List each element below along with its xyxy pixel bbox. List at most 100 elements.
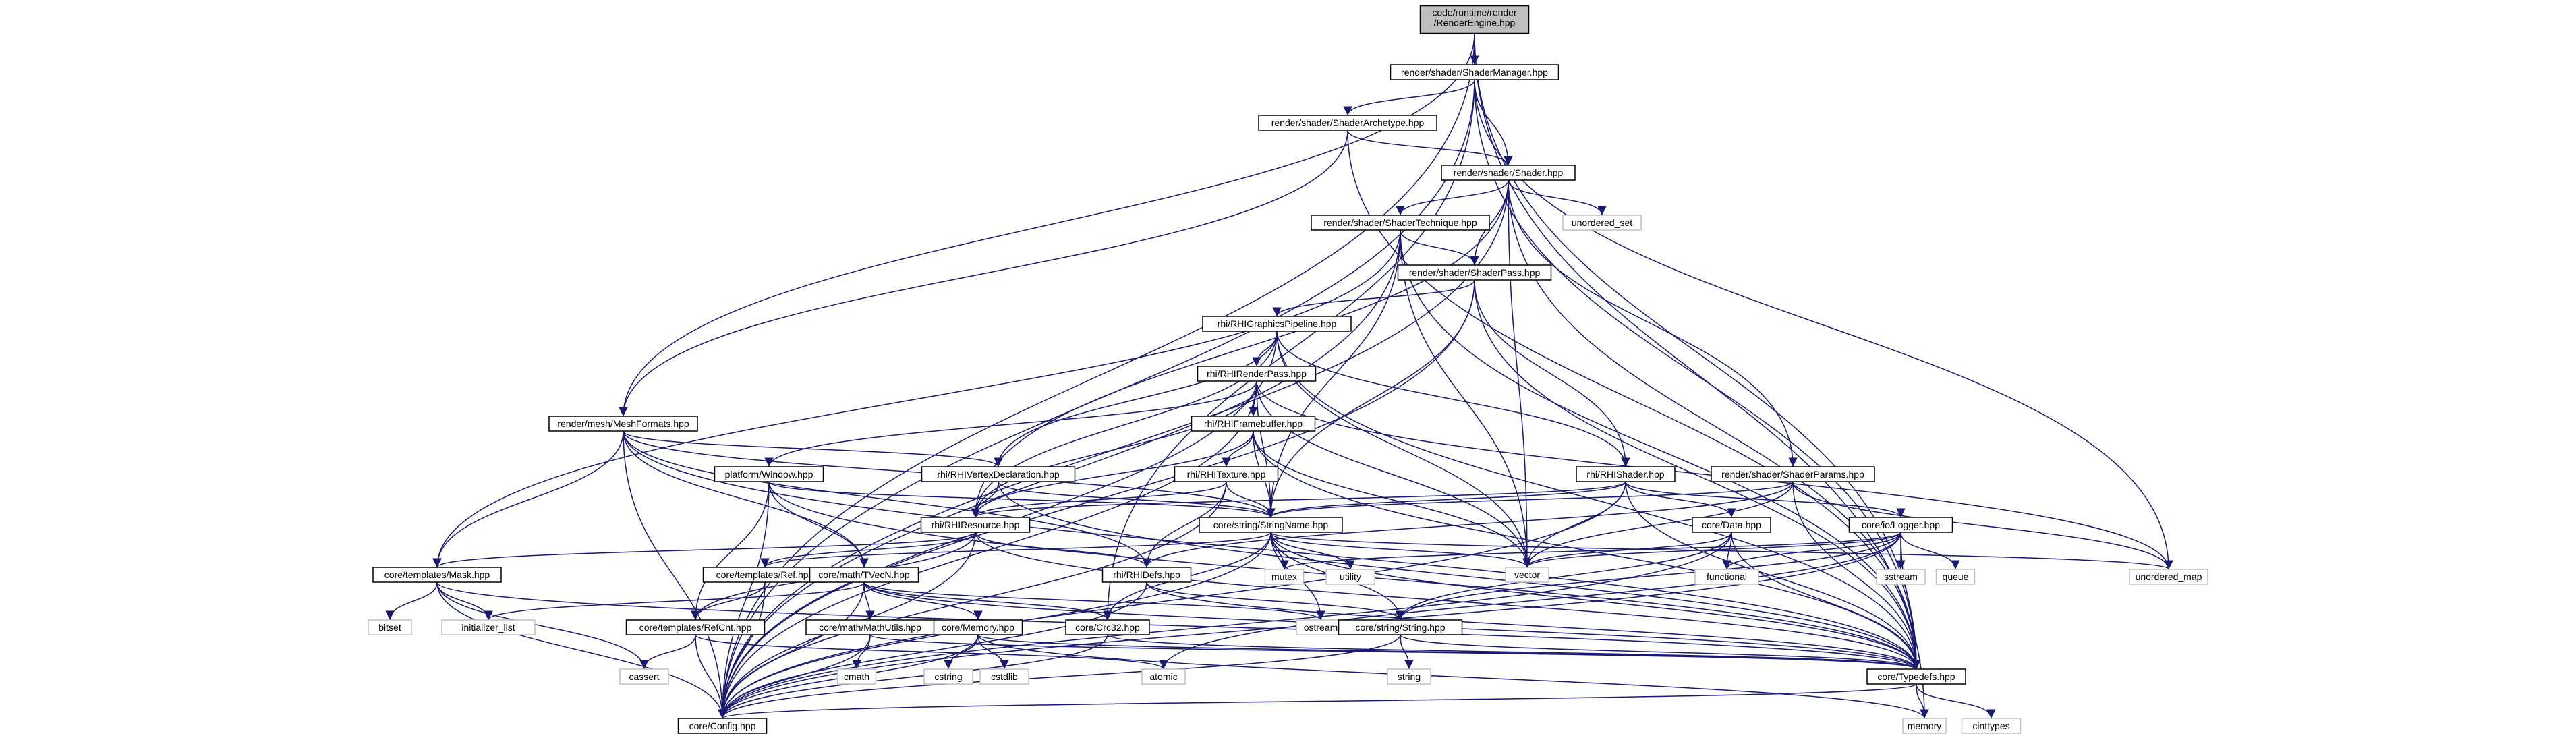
edge-stringname-to-ref [760, 532, 1271, 568]
edge-logger-to-queue [1900, 532, 1960, 570]
node-box [836, 668, 877, 685]
edge-logger-to-vector [1522, 532, 1901, 568]
node-window[interactable]: platform/Window.hpp [714, 466, 824, 482]
node-label: utility [1340, 571, 1361, 582]
edge-shadermgr-to-crc32 [1103, 79, 1475, 621]
node-queue: queue [1935, 569, 1976, 585]
node-framebuffer[interactable]: rhi/RHIFramebuffer.hpp [1191, 416, 1316, 432]
node-shaderparams[interactable]: render/shader/ShaderParams.hpp [1711, 466, 1875, 482]
node-mask[interactable]: core/templates/Mask.hpp [372, 567, 502, 583]
node-unordered_map: unordered_map [2129, 569, 2208, 585]
edge-stringhpp-to-typedefs [1400, 634, 1921, 670]
node-label: render/shader/ShaderTechnique.hpp [1323, 217, 1477, 228]
edge-rhishader-to-data [1625, 481, 1736, 518]
node-stringhpp[interactable]: core/string/String.hpp [1338, 619, 1463, 635]
edge-rhidefs-to-stringhpp [1146, 581, 1405, 621]
node-utility: utility [1325, 569, 1375, 585]
node-label: cstdlib [991, 671, 1018, 682]
node-rhidefs[interactable]: rhi/RHIDefs.hpp [1101, 567, 1192, 583]
edge-tvecn-to-memoryhpp [863, 581, 983, 621]
edge-framebuffer-to-typedefs [1253, 430, 1921, 670]
edge-archetype-to-typedefs [1347, 130, 1921, 670]
edge-layer [385, 33, 2173, 719]
node-technique[interactable]: render/shader/ShaderTechnique.hpp [1311, 215, 1490, 231]
node-initializer_list: initializer_list [441, 619, 536, 635]
node-meshformats[interactable]: render/mesh/MeshFormats.hpp [548, 416, 698, 432]
node-archetype[interactable]: render/shader/ShaderArchetype.hpp [1258, 115, 1437, 131]
edge-logger-to-stringhpp [1396, 532, 1901, 621]
node-vector: vector [1505, 567, 1549, 583]
node-box [1562, 215, 1642, 231]
edge-window-to-refcnt [691, 481, 770, 621]
node-label: cmath [844, 671, 869, 682]
edge-framebuffer-to-rhitexture [1222, 430, 1254, 467]
edge-typedefs-to-memory [1916, 683, 1929, 719]
edge-rhishader-to-logger [1625, 481, 1906, 518]
edge-refcnt-to-cassert [639, 634, 696, 670]
edge-window-to-config [718, 481, 770, 719]
edge-mathutils-to-cmath [852, 634, 871, 670]
node-renderpass[interactable]: rhi/RHIRenderPass.hpp [1197, 366, 1317, 382]
node-mathutils[interactable]: core/math/MathUtils.hpp [805, 619, 935, 635]
edge-memoryhpp-to-cstdlib [977, 634, 1009, 670]
node-shadermgr[interactable]: render/shader/ShaderManager.hpp [1390, 64, 1559, 80]
edge-technique-to-mask [432, 229, 1401, 568]
edge-renderpass-to-window [764, 380, 1257, 467]
node-label: queue [1943, 571, 1969, 582]
edge-stringname-to-typedefs [1270, 532, 1921, 670]
node-box [1935, 569, 1976, 585]
edge-technique-to-vector [1400, 229, 1532, 568]
node-tvecn[interactable]: core/math/TVecN.hpp [809, 567, 919, 583]
edge-memoryhpp-to-memory [977, 634, 1929, 719]
node-label: core/templates/RefCnt.hpp [639, 622, 752, 633]
node-label: core/Data.hpp [1702, 519, 1761, 530]
edge-tvecn-to-initializer_list [484, 581, 865, 621]
edge-tvecn-to-config [718, 581, 865, 719]
edge-shadermgr-to-archetype [1343, 79, 1475, 116]
node-data[interactable]: core/Data.hpp [1692, 517, 1771, 533]
edge-mathutils-to-config [718, 634, 871, 719]
node-box [1441, 165, 1576, 181]
edge-shader-to-unordered_set [1508, 179, 1607, 216]
node-box [1065, 619, 1150, 635]
node-refcnt[interactable]: core/templates/RefCnt.hpp [625, 619, 766, 635]
node-root[interactable]: code/runtime/render/RenderEngine.hpp [1419, 5, 1530, 34]
node-box [1202, 316, 1352, 332]
edge-archetype-to-shader [1347, 130, 1513, 166]
node-label: core/Memory.hpp [942, 622, 1014, 633]
edge-logger-to-atomic [1159, 532, 1901, 670]
node-config[interactable]: core/Config.hpp [677, 718, 768, 734]
node-box [1191, 416, 1316, 432]
edge-window-to-tvecn [768, 481, 869, 568]
node-logger[interactable]: core/io/Logger.hpp [1848, 517, 1953, 533]
node-crc32[interactable]: core/Crc32.hpp [1065, 619, 1150, 635]
node-box [1866, 668, 1966, 685]
node-box [1419, 5, 1530, 34]
node-rhiresource[interactable]: rhi/RHIResource.hpp [920, 517, 1031, 533]
node-box [625, 619, 766, 635]
edge-gfxpipe-to-vertexdecl [994, 331, 1278, 467]
edge-logger-to-typedefs [1900, 532, 1921, 670]
node-pass[interactable]: render/shader/ShaderPass.hpp [1397, 264, 1552, 281]
node-ostream: ostream [1296, 619, 1346, 635]
node-memoryhpp[interactable]: core/Memory.hpp [933, 619, 1023, 635]
edge-stringhpp-to-config [718, 634, 1401, 719]
node-rhishader[interactable]: rhi/RHIShader.hpp [1576, 466, 1676, 482]
node-ref[interactable]: core/templates/Ref.hpp [702, 567, 828, 583]
node-typedefs[interactable]: core/Typedefs.hpp [1866, 668, 1966, 685]
node-rhitexture[interactable]: rhi/RHITexture.hpp [1174, 466, 1279, 482]
node-gfxpipe[interactable]: rhi/RHIGraphicsPipeline.hpp [1202, 316, 1352, 332]
edge-rhishader-to-stringname [1266, 481, 1626, 518]
node-label: cstring [934, 671, 962, 682]
node-unordered_set: unordered_set [1562, 215, 1642, 231]
node-shader[interactable]: render/shader/Shader.hpp [1441, 165, 1576, 181]
edge-archetype-to-meshformats [619, 130, 1348, 417]
node-vertexdecl[interactable]: rhi/RHIVertexDeclaration.hpp [921, 466, 1076, 482]
edge-mask-to-typedefs [436, 581, 1921, 670]
edge-refcnt-to-config [695, 634, 727, 719]
node-label: core/math/MathUtils.hpp [819, 622, 921, 633]
node-stringname[interactable]: core/string/StringName.hpp [1199, 517, 1343, 533]
node-box [1101, 567, 1192, 583]
